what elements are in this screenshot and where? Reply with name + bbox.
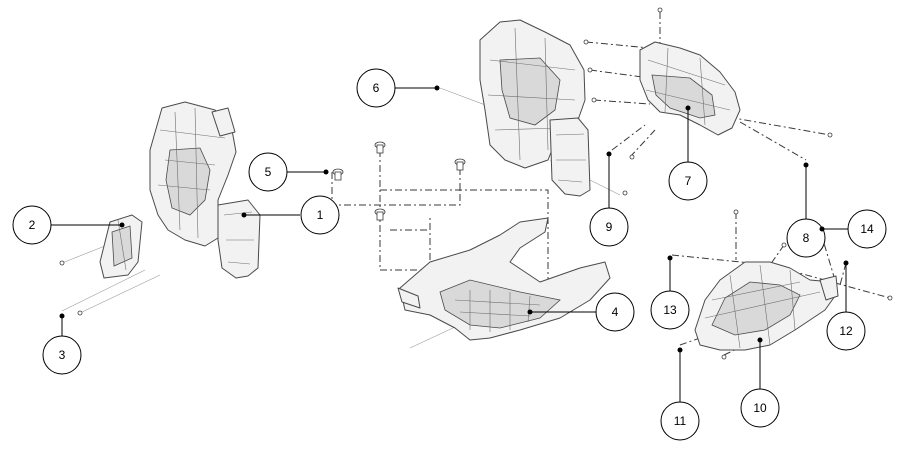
callout-2: 2 xyxy=(12,205,125,245)
callout-3: 3 xyxy=(42,313,82,375)
assembly-lines xyxy=(61,12,891,356)
part-2-side-bracket xyxy=(99,214,143,279)
callout-13: 13 xyxy=(650,255,690,330)
fasteners xyxy=(59,7,893,360)
callout-12: 12 xyxy=(826,260,866,351)
callout-10-label: 10 xyxy=(753,401,767,415)
callout-8: 8 xyxy=(786,162,826,258)
callout-13-label: 13 xyxy=(663,303,677,317)
callout-11-label: 11 xyxy=(674,414,687,428)
callout-8-label: 8 xyxy=(803,231,810,245)
callout-10: 10 xyxy=(740,337,780,428)
callout-2-label: 2 xyxy=(29,218,36,232)
part-7-front-cover xyxy=(639,41,741,136)
part-4-floorboard xyxy=(397,217,611,341)
callout-1-label: 1 xyxy=(317,208,324,222)
callout-7: 7 xyxy=(668,105,708,201)
callout-6-label: 6 xyxy=(373,81,380,95)
part-upper-inner-panel xyxy=(479,19,591,197)
callout-3-label: 3 xyxy=(59,348,66,362)
callout-7-label: 7 xyxy=(685,174,692,188)
callout-11: 11 xyxy=(660,347,700,441)
callout-4: 4 xyxy=(527,292,635,332)
callout-6: 6 xyxy=(356,68,440,108)
part-1-left-inner-panel xyxy=(149,101,261,279)
callout-9: 9 xyxy=(589,151,629,247)
part-10-skid-plate xyxy=(694,261,839,351)
callout-5-label: 5 xyxy=(265,165,272,179)
callout-1: 1 xyxy=(241,195,340,235)
callout-12-label: 12 xyxy=(839,324,853,338)
callout-5: 5 xyxy=(248,152,329,192)
callout-14-label: 14 xyxy=(860,222,874,236)
callout-4-label: 4 xyxy=(612,305,619,319)
callout-14: 14 xyxy=(819,209,887,249)
callout-9-label: 9 xyxy=(606,220,613,234)
